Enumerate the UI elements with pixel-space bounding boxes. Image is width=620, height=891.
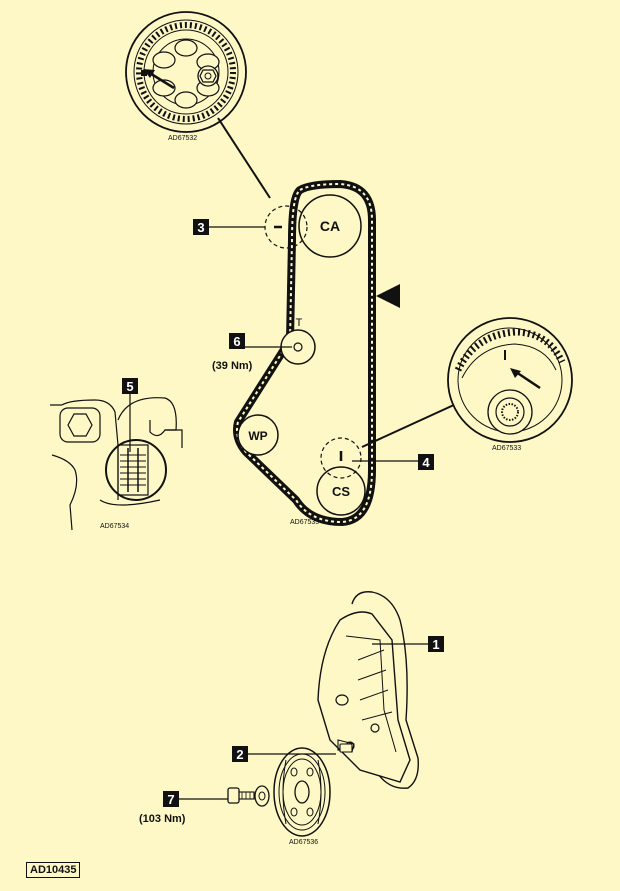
crankshaft-inset-ref: AD67533 <box>492 445 521 452</box>
crankshaft-drive-pulley: AD67536 <box>273 747 331 846</box>
crankshaft-sprocket-inset: AD67533 <box>447 317 573 452</box>
camshaft-inset-ref: AD67532 <box>168 135 197 142</box>
cover-bolt <box>339 743 353 753</box>
camshaft-inset-leader <box>217 117 271 199</box>
callout-2 <box>232 746 248 762</box>
belt-route-ref: AD67535 <box>290 519 319 526</box>
crankshaft-timing-mark-circle <box>320 437 362 479</box>
belt-route: CA T WP CS AD67535 <box>233 180 400 526</box>
camshaft-pulley-label: CA <box>320 218 340 234</box>
water-pump-pulley <box>237 414 279 456</box>
camshaft-pulley <box>298 194 362 258</box>
svg-text:6: 6 <box>233 334 240 349</box>
timing-belt-cover <box>317 591 419 789</box>
callout-4 <box>418 454 434 470</box>
callout-1 <box>428 636 444 652</box>
water-pump-label: WP <box>248 429 267 443</box>
camshaft-sprocket-inset: AD67532 <box>125 11 247 142</box>
svg-text:1: 1 <box>432 637 439 652</box>
pump-inset-ref: AD67534 <box>100 523 129 530</box>
svg-text:5: 5 <box>126 379 133 394</box>
pulley-inset-ref: AD67536 <box>289 839 318 846</box>
pulley-bolt <box>227 785 270 807</box>
svg-text:2: 2 <box>236 747 243 762</box>
rotation-direction-arrow-icon <box>376 284 400 308</box>
crankshaft-inset-leader <box>361 403 457 448</box>
svg-text:3: 3 <box>197 220 204 235</box>
crankshaft-label: CS <box>332 484 350 499</box>
callout-5 <box>122 378 138 394</box>
callout-6 <box>229 333 245 349</box>
crankshaft-pulley <box>316 466 366 516</box>
pulley-bolt-torque: (103 Nm) <box>139 813 186 825</box>
svg-text:7: 7 <box>167 792 174 807</box>
callout-7 <box>163 791 179 807</box>
pump-timing-mark-inset: AD67534 <box>50 397 183 531</box>
figure-id-label: AD10435 <box>26 862 81 878</box>
svg-text:4: 4 <box>422 455 430 470</box>
tensioner-torque: (39 Nm) <box>212 360 253 372</box>
pump-mark-circle <box>105 439 167 501</box>
tensioner-label: T <box>296 317 303 329</box>
callout-3 <box>193 219 209 235</box>
